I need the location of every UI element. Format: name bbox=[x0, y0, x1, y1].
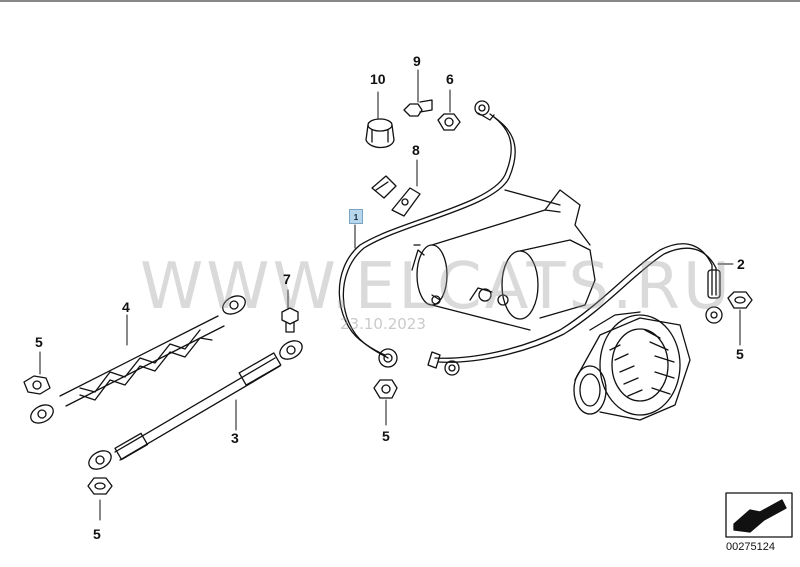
watermark-date: 23.10.2023 bbox=[340, 315, 426, 333]
ground-cable[interactable] bbox=[86, 337, 306, 473]
nut-bottom-left[interactable] bbox=[87, 477, 113, 495]
figure-arrow-icon bbox=[725, 492, 793, 538]
nut-center[interactable] bbox=[373, 379, 398, 399]
callout-7[interactable]: 7 bbox=[283, 271, 291, 287]
callout-9[interactable]: 9 bbox=[413, 53, 421, 69]
callout-4[interactable]: 4 bbox=[122, 299, 130, 315]
callout-1[interactable]: 1 bbox=[349, 209, 363, 224]
braided-ground-strap[interactable] bbox=[28, 292, 249, 426]
starter-motor-drawing bbox=[411, 189, 596, 331]
figure-number: 00275124 bbox=[726, 541, 775, 553]
callout-5-left[interactable]: 5 bbox=[35, 334, 43, 350]
callout-5-center[interactable]: 5 bbox=[382, 428, 390, 444]
bolt-7[interactable] bbox=[281, 307, 299, 333]
callout-2[interactable]: 2 bbox=[737, 256, 745, 272]
callout-8[interactable]: 8 bbox=[412, 142, 420, 158]
callout-5-bottom-left[interactable]: 5 bbox=[93, 526, 101, 542]
nut-right[interactable] bbox=[727, 291, 753, 309]
nut-6[interactable] bbox=[437, 113, 461, 131]
leader-lines bbox=[39, 69, 741, 521]
starter-cable[interactable] bbox=[338, 100, 516, 368]
clip-8[interactable] bbox=[371, 175, 421, 217]
callout-5-right[interactable]: 5 bbox=[736, 346, 744, 362]
bolt-9[interactable] bbox=[403, 99, 433, 117]
callout-6[interactable]: 6 bbox=[446, 71, 454, 87]
alternator-drawing bbox=[573, 311, 691, 421]
callout-3[interactable]: 3 bbox=[231, 430, 239, 446]
alternator-cable[interactable] bbox=[427, 243, 723, 376]
nut-left[interactable] bbox=[23, 375, 51, 395]
watermark: WWW.ELCATS.RU bbox=[140, 250, 733, 324]
callout-10[interactable]: 10 bbox=[370, 71, 386, 87]
cap-10[interactable] bbox=[365, 118, 395, 149]
